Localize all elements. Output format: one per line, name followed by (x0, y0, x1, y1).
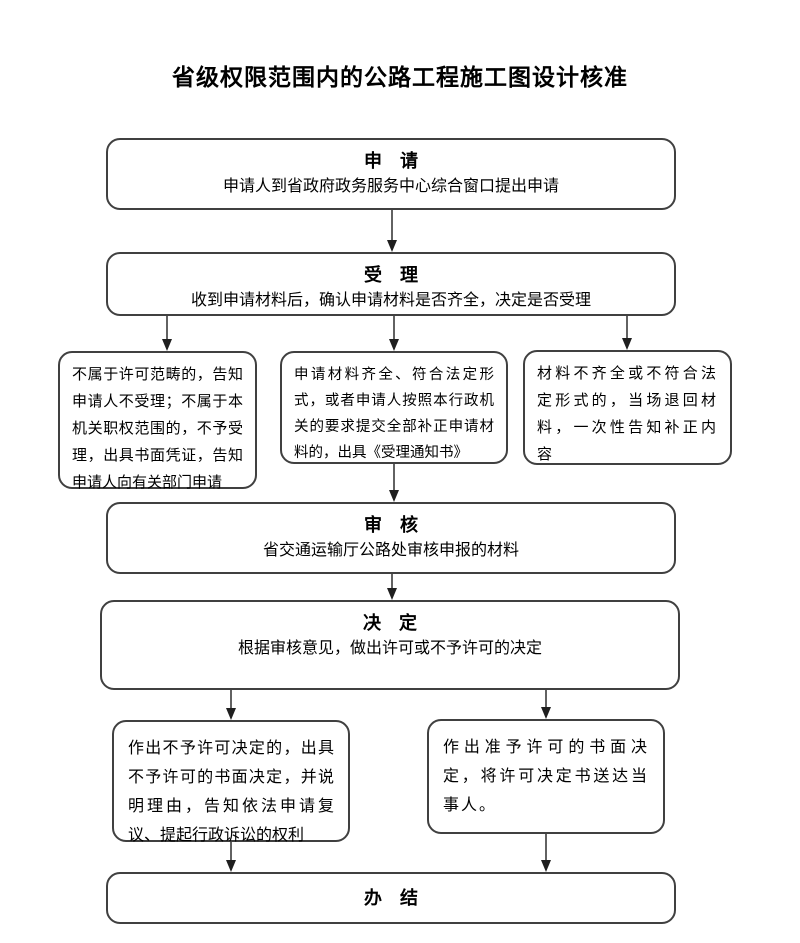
node-accept-heading: 受 理 (364, 265, 418, 285)
node-deny-decision-text: 作出不予许可决定的，出具不予许可的书面决定，并说明理由，告知依法申请复议、提起行… (128, 740, 334, 844)
node-grant-decision-text: 作出准予许可的书面决定，将许可决定书送达当事人。 (443, 739, 649, 814)
arrow-accept-to-branch-right (622, 316, 632, 350)
arrow-branch-mid-to-review (389, 463, 399, 502)
node-review-body: 省交通运输厅公路处审核申报的材料 (262, 542, 519, 559)
node-apply-heading: 申 请 (364, 151, 418, 171)
node-branch-not-accepted: 不属于许可范畴的，告知申请人不受理；不属于本机关职权范围的，不予受理，出具书面凭… (58, 351, 257, 491)
node-apply-body: 申请人到省政府政务服务中心综合窗口提出申请 (222, 178, 559, 195)
node-decide: 决 定 根据审核意见，做出许可或不予许可的决定 (100, 600, 680, 690)
node-review-heading: 审 核 (364, 515, 418, 535)
node-complete-heading: 办 结 (364, 888, 418, 908)
node-branch-returned-text: 材料不齐全或不符合法定形式的，当场退回材料，一次性告知补正内容 (537, 366, 718, 463)
arrow-grant-to-complete (541, 834, 551, 872)
arrow-apply-to-accept (387, 210, 397, 252)
node-branch-accepted-text: 申请材料齐全、符合法定形式，或者申请人按照本行政机关的要求提交全部补正申请材料的… (294, 367, 494, 461)
node-deny-decision: 作出不予许可决定的，出具不予许可的书面决定，并说明理由，告知依法申请复议、提起行… (112, 720, 350, 844)
node-complete: 办 结 (106, 872, 676, 924)
node-accept: 受 理 收到申请材料后，确认申请材料是否齐全，决定是否受理 (106, 252, 676, 316)
node-grant-decision: 作出准予许可的书面决定，将许可决定书送达当事人。 (427, 719, 665, 834)
node-apply: 申 请 申请人到省政府政务服务中心综合窗口提出申请 (106, 138, 676, 210)
node-decide-body: 根据审核意见，做出许可或不予许可的决定 (237, 640, 542, 657)
node-branch-not-accepted-text: 不属于许可范畴的，告知申请人不受理；不属于本机关职权范围的，不予受理，出具书面凭… (72, 367, 243, 491)
node-branch-returned: 材料不齐全或不符合法定形式的，当场退回材料，一次性告知补正内容 (523, 350, 732, 465)
arrow-decide-to-grant (541, 690, 551, 719)
arrow-accept-to-branch-left (162, 316, 172, 351)
arrow-decide-to-deny (226, 690, 236, 720)
node-decide-heading: 决 定 (363, 613, 417, 633)
arrow-accept-to-branch-mid (389, 316, 399, 351)
arrow-review-to-decide (387, 574, 397, 600)
page-title: 省级权限范围内的公路工程施工图设计核准 (172, 65, 628, 90)
node-branch-accepted: 申请材料齐全、符合法定形式，或者申请人按照本行政机关的要求提交全部补正申请材料的… (280, 351, 508, 464)
node-review: 审 核 省交通运输厅公路处审核申报的材料 (106, 502, 676, 574)
node-accept-body: 收到申请材料后，确认申请材料是否齐全，决定是否受理 (190, 292, 591, 309)
